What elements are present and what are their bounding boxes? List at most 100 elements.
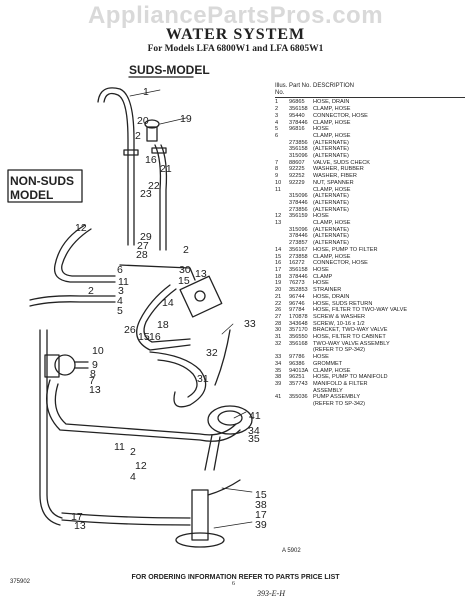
part-description: CLAMP, HOSE — [313, 220, 351, 227]
pump-center — [217, 410, 243, 426]
part-no — [289, 401, 313, 408]
callout-number: 15 — [255, 489, 267, 501]
hose-33 — [214, 329, 231, 386]
hose-5-outer — [29, 301, 116, 307]
callout-number: 7 — [89, 375, 95, 387]
callout-number: 5 — [117, 305, 123, 317]
part-description: HOSE, PUMP TO FILTER — [313, 246, 378, 253]
part-no: 378446 — [289, 273, 308, 280]
part-no: 273858 — [289, 253, 308, 260]
part-no: 76273 — [289, 280, 305, 287]
part-description: (ALTERNATE) — [313, 153, 349, 160]
part-description: HOSE — [313, 126, 329, 133]
parts-row: 10 92229 NUT, SPANNER — [275, 180, 465, 187]
part-description: WASHER, FIBER — [313, 173, 357, 180]
drain-hose-1-outer — [97, 87, 135, 246]
manifold-hose — [207, 479, 241, 496]
page-title: WATER SYSTEM — [165, 26, 306, 43]
illus-no — [275, 207, 289, 214]
part-no: 96744 — [289, 293, 305, 300]
illus-no: 4 — [275, 119, 279, 126]
illus-no — [275, 140, 289, 147]
ordering-instruction: FOR ORDERING INFORMATION REFER TO PARTS … — [131, 574, 340, 581]
illus-no: 15 — [275, 253, 282, 260]
callout-number: 3 — [118, 285, 124, 297]
callout-number: 16 — [149, 331, 161, 343]
illus-no: 38 — [275, 374, 282, 381]
parts-row: (REFER TO SP-342) — [275, 401, 465, 408]
part-no: 273856 — [289, 139, 308, 146]
watermark: AppliancePartsPros.com — [87, 2, 384, 29]
part-no — [289, 187, 313, 194]
part-no — [289, 388, 313, 395]
callout-number: 12 — [75, 222, 87, 234]
part-no: 95440 — [289, 112, 305, 119]
non-suds-model-label: NON-SUDS MODEL — [10, 174, 75, 202]
part-no: 356168 — [289, 340, 308, 347]
part-no: 352853 — [289, 287, 308, 294]
part-no: 356167 — [289, 246, 308, 253]
callout-number: 15 — [138, 331, 150, 343]
part-description: CONNECTOR, HOSE — [313, 112, 368, 119]
illus-no: 22 — [275, 300, 282, 307]
parts-row: ASSEMBLY — [275, 388, 465, 395]
part-no: 378446 — [289, 199, 308, 206]
callout-number: 21 — [160, 163, 172, 175]
illus-no: 7 — [275, 159, 279, 166]
illus-no: 30 — [275, 327, 282, 334]
part-description: CLAMP, HOSE — [313, 367, 351, 374]
description-header: DESCRIPTION — [313, 83, 355, 89]
part-description: PUMP ASSEMBLY — [313, 394, 361, 401]
part-no: 170878 — [289, 313, 308, 320]
callout-number: 39 — [255, 519, 267, 531]
illus-no: 18 — [275, 273, 282, 280]
pump-outlet-hose-2 — [213, 436, 221, 471]
part-description: (REFER TO SP-342) — [313, 401, 366, 408]
callout-number: 14 — [162, 297, 174, 309]
part-no: 96746 — [289, 300, 305, 307]
illus-no: 10 — [275, 179, 282, 186]
illus-no: 19 — [275, 280, 282, 287]
parts-row: 378446(ALTERNATE) — [275, 233, 465, 240]
part-description: HOSE — [313, 213, 329, 220]
illus-no: 8 — [275, 166, 279, 173]
part-description: HOSE — [313, 266, 329, 273]
spanner-nut — [44, 354, 60, 378]
part-no: 92229 — [289, 179, 305, 186]
part-description: CLAMP, HOSE — [313, 186, 351, 193]
pump-assembly — [207, 405, 253, 435]
callout-number: 23 — [140, 188, 152, 200]
part-no: 96386 — [289, 360, 305, 367]
illus-no: 12 — [275, 213, 282, 220]
handwritten-note: 393-E-H — [257, 589, 285, 598]
part-description: HOSE, DRAIN — [313, 99, 350, 106]
callout-number: 13 — [89, 384, 101, 396]
illus-no: 32 — [275, 340, 282, 347]
two-way-valve — [179, 275, 223, 318]
callout-number: 13 — [195, 268, 207, 280]
illus-no — [275, 240, 289, 247]
callout-number: 4 — [130, 471, 136, 483]
hose-17-outer — [61, 512, 191, 519]
part-description: (ALTERNATE) — [313, 233, 349, 240]
callout-number: 26 — [124, 324, 136, 336]
part-description: NUT, SPANNER — [313, 179, 354, 186]
illus-no: 17 — [275, 266, 282, 273]
part-description: (ALTERNATE) — [313, 193, 349, 200]
